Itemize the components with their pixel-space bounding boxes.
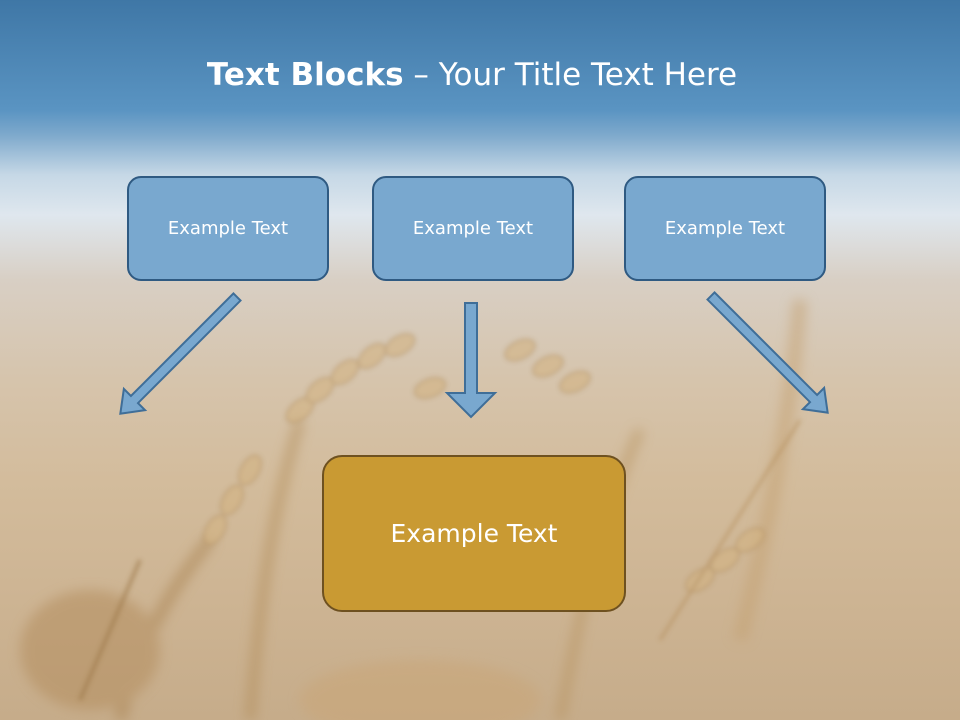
target-text-block-label: Example Text xyxy=(390,519,558,548)
text-block-2-label: Example Text xyxy=(412,218,534,239)
title-dash: – xyxy=(403,57,439,93)
title-rest: Your Title Text Here xyxy=(438,57,738,93)
text-block-3: Example Text xyxy=(624,176,826,281)
text-block-2: Example Text xyxy=(372,176,574,281)
text-block-1-label: Example Text xyxy=(167,218,289,239)
title-bold-part: Text Blocks xyxy=(206,57,404,93)
arrow-center xyxy=(444,302,498,419)
target-text-block: Example Text xyxy=(322,455,626,612)
text-block-1: Example Text xyxy=(127,176,329,281)
text-block-3-label: Example Text xyxy=(664,218,786,239)
arrow-right xyxy=(706,291,829,414)
arrow-left xyxy=(119,292,242,415)
slide-title: Text Blocks – Your Title Text Here xyxy=(0,52,944,98)
